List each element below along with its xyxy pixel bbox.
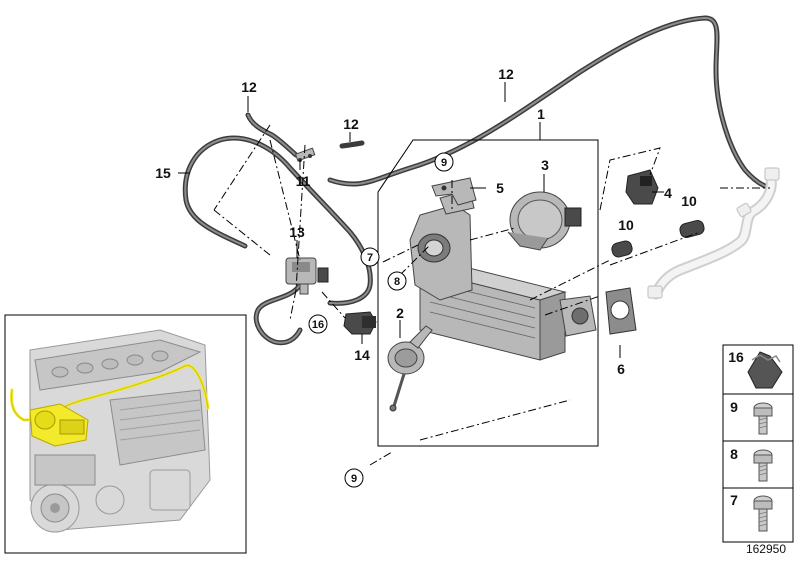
engine-illustration [29,329,211,533]
callout-10b: 10 [681,193,697,209]
sensor-4 [625,169,659,205]
fastener-row-9: 9 [730,399,773,435]
vacuum-hose-short-left [245,112,299,158]
engine-overview-inset [4,314,247,554]
svg-text:8: 8 [394,276,400,288]
fastener-row-16: 16 [728,349,783,389]
egr-housing [409,189,475,301]
highlighted-egr-location [10,364,210,447]
callout-13: 13 [289,224,305,240]
callout-12b: 12 [498,66,514,82]
assembly-frame [377,139,599,447]
bolt-icon [753,449,773,482]
bolt-icon [753,402,773,435]
pressure-converter-13 [285,257,329,295]
bolt-icon [753,495,773,532]
vacuum-hose-long [327,15,768,189]
bracket-5 [431,177,477,206]
callout-4: 4 [664,185,672,201]
callout-15: 15 [155,165,171,181]
svg-text:7: 7 [367,252,373,264]
gasket-6 [605,287,637,335]
callout-12a: 12 [241,79,257,95]
vacuum-hose-15 [182,135,373,306]
dash-lines [213,124,770,466]
fastener-label-8: 8 [730,446,738,462]
callout-5: 5 [496,180,504,196]
callout-12c: 12 [343,116,359,132]
hose-piece-10-right [679,219,705,239]
hose-piece-10-left [611,240,633,258]
sensor-14 [343,311,377,335]
fastener-label-7: 7 [730,492,738,508]
egr-valve-3 [507,191,582,251]
hose-clip-icon [747,351,783,389]
callout-3: 3 [541,157,549,173]
svg-text:9: 9 [351,473,357,485]
circled-callout-7: 7 [360,247,380,267]
circled-callout-9-bottom: 9 [344,468,364,488]
fastener-list: 16 9 8 [722,344,794,543]
fastener-row-7: 7 [730,492,773,532]
callout-1: 1 [537,106,545,122]
vacuum-actuator-2 [387,325,433,412]
vacuum-hose-short-mid [339,140,365,149]
callout-6: 6 [617,361,625,377]
callout-2: 2 [396,305,404,321]
callout-10a: 10 [618,217,634,233]
callout-11: 11 [296,173,311,189]
circled-callout-9-top: 9 [434,152,454,172]
ghost-pipe [647,167,780,300]
vacuum-hose-lower [253,282,303,346]
diagram-id: 162950 [745,542,786,556]
callout-14: 14 [354,347,370,363]
circled-callout-8: 8 [387,271,407,291]
fastener-label-9: 9 [730,399,738,415]
callouts: 12 12 12 1 15 11 3 5 4 10 10 13 2 14 6 9… [155,66,697,488]
circled-callout-16: 16 [308,314,328,334]
svg-text:9: 9 [441,157,447,169]
svg-text:16: 16 [312,319,324,331]
fastener-row-8: 8 [730,446,773,482]
fastener-label-16: 16 [728,349,744,365]
